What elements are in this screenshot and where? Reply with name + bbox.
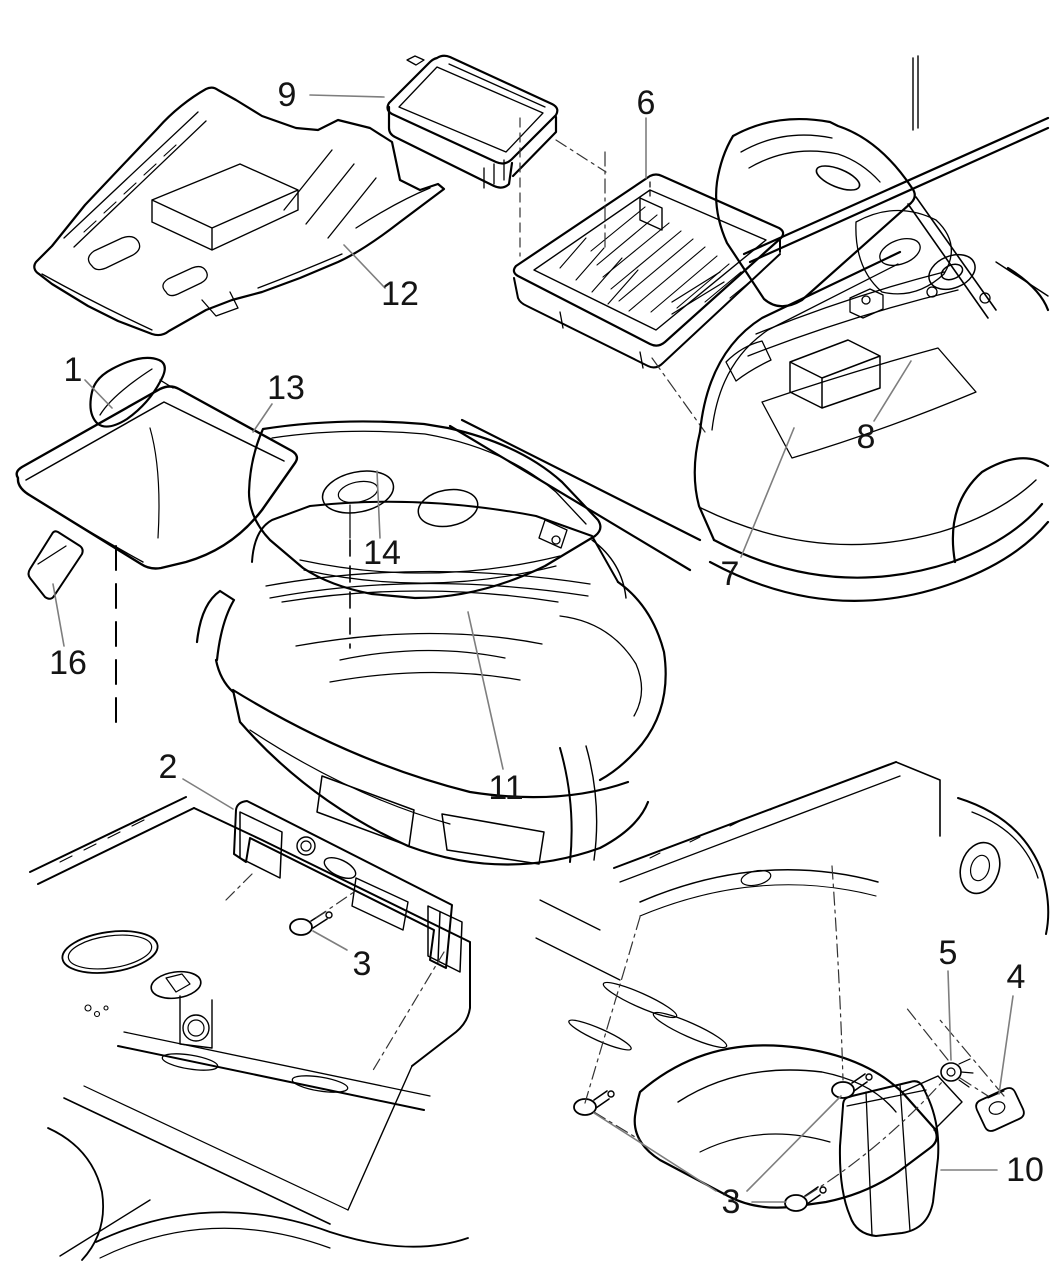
callout-4-grommet: 4 — [1006, 958, 1026, 996]
callout-6-spare-tray: 6 — [636, 84, 656, 122]
part-6-spare-tire-tray — [512, 151, 785, 433]
callout-13-trunk-mat: 13 — [267, 369, 305, 407]
callout-12-floor-carpet: 12 — [381, 275, 419, 313]
part-16-strip — [27, 530, 84, 600]
part-1-13-trunk-mat — [15, 356, 299, 731]
part-10-wheelhouse-underbody — [535, 745, 1050, 1237]
callout-7-trunk-trim: 7 — [720, 555, 740, 593]
part-12-floor-carpet — [33, 86, 446, 337]
callout-8-trunk-trim: 8 — [856, 418, 876, 456]
part-11-14-car-body-trunk — [195, 418, 702, 866]
callout-16-strip: 16 — [49, 644, 87, 682]
callout-9-spare-cover: 9 — [277, 76, 297, 114]
part-9-spare-tire-cover — [386, 54, 607, 257]
part-2-3-underbody-rear-panel — [29, 796, 471, 1261]
callout-14-decklid: 14 — [363, 534, 401, 572]
part-7-8-car-rear-trunk — [671, 55, 1050, 602]
callout-3-wheelhouse-pin: 3 — [721, 1183, 741, 1221]
callout-10-splash-shield: 10 — [1006, 1151, 1044, 1189]
callout-1-mat-flap: 1 — [63, 351, 83, 389]
callout-11-trunk-opening: 11 — [488, 769, 524, 807]
callout-2-rear-panel: 2 — [158, 748, 178, 786]
callout-5-clip: 5 — [938, 934, 958, 972]
callout-3-rear-panel-pin: 3 — [352, 945, 372, 983]
callout-leader-lines — [52, 94, 1014, 1203]
